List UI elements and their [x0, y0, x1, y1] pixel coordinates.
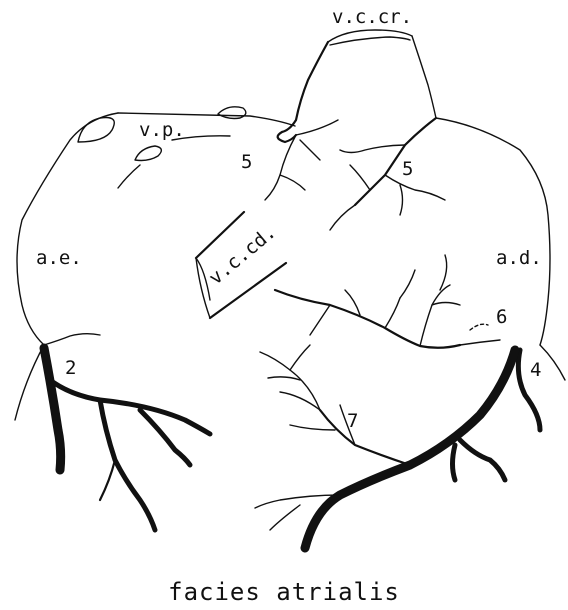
label-left-atrium: a.e.: [36, 249, 82, 268]
superior-vena-cava: [278, 30, 550, 345]
marginal-vessel: [518, 345, 565, 430]
label-number-5-left: 5: [241, 153, 252, 172]
label-number-7: 7: [347, 412, 358, 431]
right-coronary-vessels: [265, 118, 500, 348]
label-pulmonary-veins: v.p.: [139, 121, 185, 140]
figure-caption: facies atrialis: [0, 578, 568, 606]
label-number-6: 6: [496, 308, 507, 327]
label-number-5-right: 5: [402, 160, 413, 179]
label-number-4: 4: [530, 361, 541, 380]
label-superior-vena-cava: v.c.cr.: [332, 8, 412, 27]
label-right-atrium: a.d.: [496, 249, 542, 268]
label-number-2: 2: [65, 359, 76, 378]
posterior-coronary-vessel: [255, 345, 515, 548]
